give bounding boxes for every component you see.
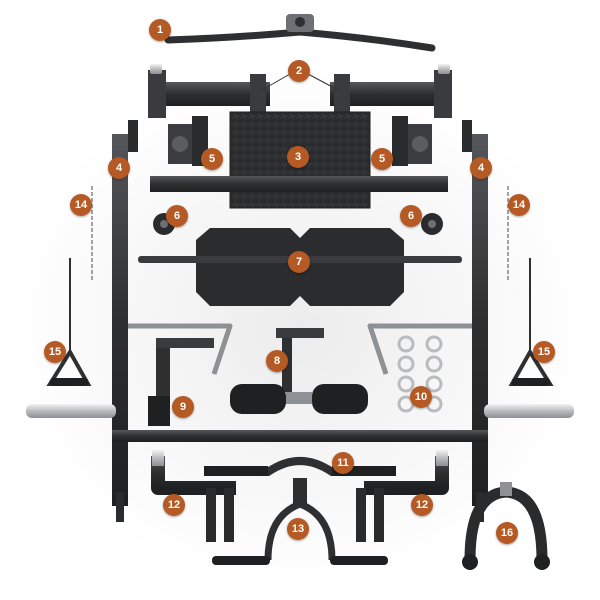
top-crossmember-left — [148, 64, 270, 118]
callout-7: 7 — [288, 251, 310, 273]
t-bar-handle — [212, 478, 388, 565]
callout-5-right: 5 — [371, 148, 393, 170]
dip-bar-left — [128, 323, 233, 375]
bottom-crossmember — [112, 430, 488, 442]
callout-9: 9 — [172, 396, 194, 418]
callout-13: 13 — [287, 518, 309, 540]
callout-6-right: 6 — [400, 205, 422, 227]
spring-clips — [397, 335, 443, 413]
callout-6-left: 6 — [166, 205, 188, 227]
callout-4-right: 4 — [470, 157, 492, 179]
foot-left — [151, 450, 236, 542]
top-crossmember-right — [330, 64, 452, 118]
callout-16: 16 — [496, 522, 518, 544]
leg-roller — [230, 328, 368, 414]
handle-left — [46, 258, 92, 386]
landmine-attachment — [148, 338, 214, 426]
multi-grip-bar — [204, 457, 396, 476]
callout-4-left: 4 — [108, 157, 130, 179]
callout-line-2 — [261, 73, 339, 91]
callout-3: 3 — [287, 146, 309, 168]
lat-bar — [164, 14, 436, 52]
platform-crossbar — [150, 176, 448, 192]
callout-12-right: 12 — [411, 494, 433, 516]
tricep-rope — [462, 482, 550, 570]
foot-right — [356, 450, 449, 542]
callout-15-left: 15 — [44, 341, 66, 363]
callout-11: 11 — [332, 452, 354, 474]
handle-right — [508, 258, 554, 386]
j-hook-right — [392, 116, 432, 166]
callout-14-right: 14 — [508, 194, 530, 216]
upright-left — [112, 120, 138, 522]
callout-14-left: 14 — [70, 194, 92, 216]
callout-1: 1 — [149, 19, 171, 41]
callout-15-right: 15 — [533, 341, 555, 363]
callout-10: 10 — [410, 386, 432, 408]
callout-8: 8 — [266, 350, 288, 372]
dip-bar-right — [367, 323, 472, 375]
callout-5-left: 5 — [201, 148, 223, 170]
barbell — [26, 404, 574, 418]
callout-12-left: 12 — [163, 494, 185, 516]
callout-2: 2 — [288, 60, 310, 82]
collar-right — [421, 213, 443, 235]
